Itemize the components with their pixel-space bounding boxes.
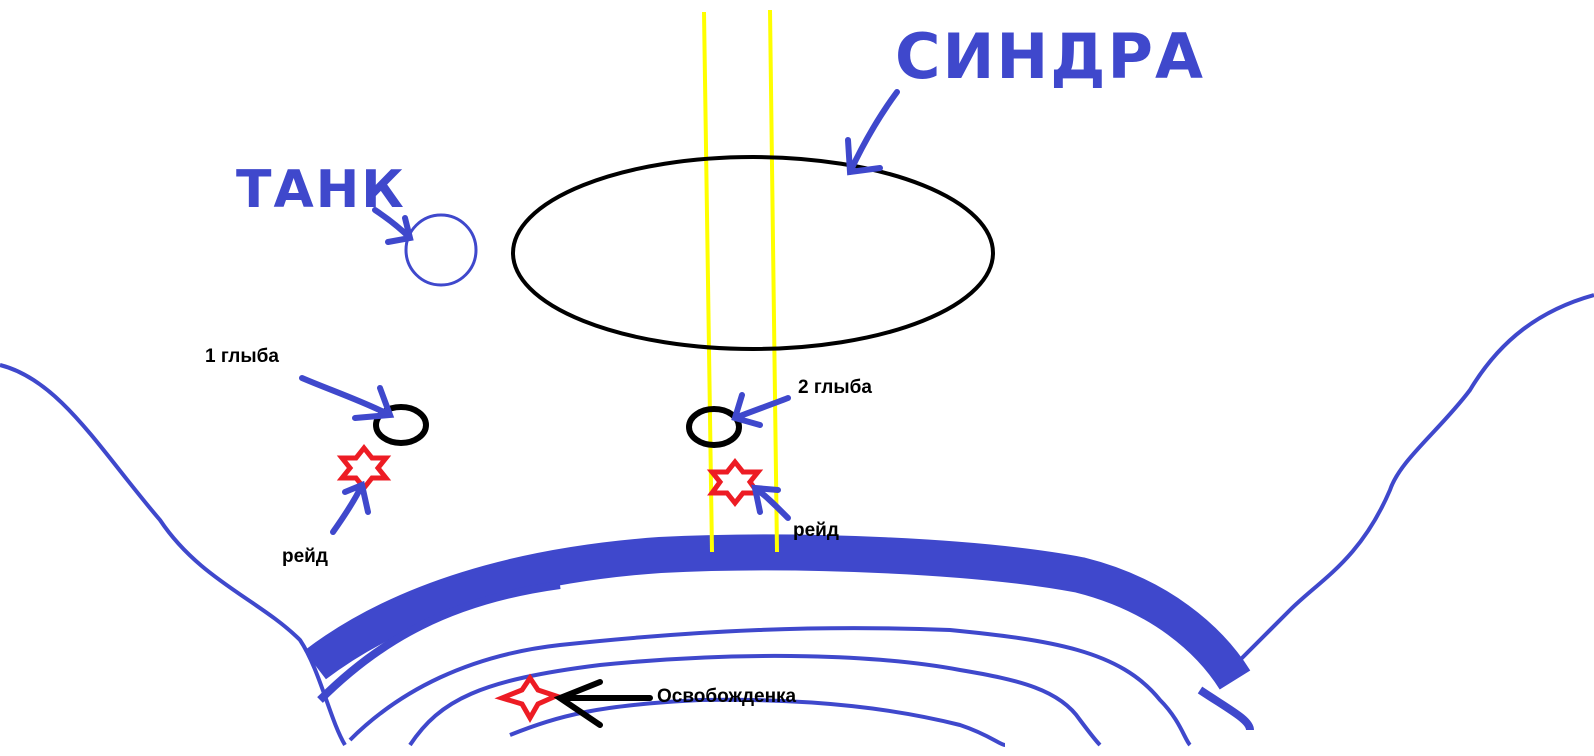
boulder-1-arrow	[299, 375, 395, 421]
boss-label: СИНДРА	[895, 20, 1205, 93]
boulder-1-circle	[373, 404, 429, 446]
raid-2-star-icon	[706, 457, 764, 508]
beam-line-left	[702, 11, 714, 553]
boulder-2-label: 2 глыба	[798, 377, 872, 398]
liberated-arrow	[553, 679, 653, 728]
boulder-1-label: 1 глыба	[205, 346, 279, 367]
liberated-label: Освобожденка	[657, 686, 797, 707]
tank-arrow	[372, 207, 414, 245]
right-wall-line	[1223, 293, 1594, 677]
liberated-star-icon	[494, 673, 563, 724]
raid-1-arrow	[330, 480, 371, 535]
beam-line-right	[768, 9, 779, 553]
left-wall-line	[0, 363, 347, 747]
platform-edge-scribble	[317, 581, 1254, 731]
tank-label: ТАНК	[236, 160, 406, 220]
raid-1-label: рейд	[282, 546, 328, 567]
boss-arrow	[845, 89, 900, 176]
boulder-2-arrow	[731, 392, 791, 428]
tank-circle	[404, 213, 478, 287]
boss-ellipse	[511, 155, 995, 351]
inner-arc-2	[408, 653, 1102, 747]
platform-edge	[304, 534, 1251, 690]
raid-2-arrow	[751, 484, 791, 521]
boulder-2-circle	[686, 406, 742, 448]
raid-2-label: рейд	[793, 520, 839, 541]
inner-arc-1	[348, 626, 1192, 747]
